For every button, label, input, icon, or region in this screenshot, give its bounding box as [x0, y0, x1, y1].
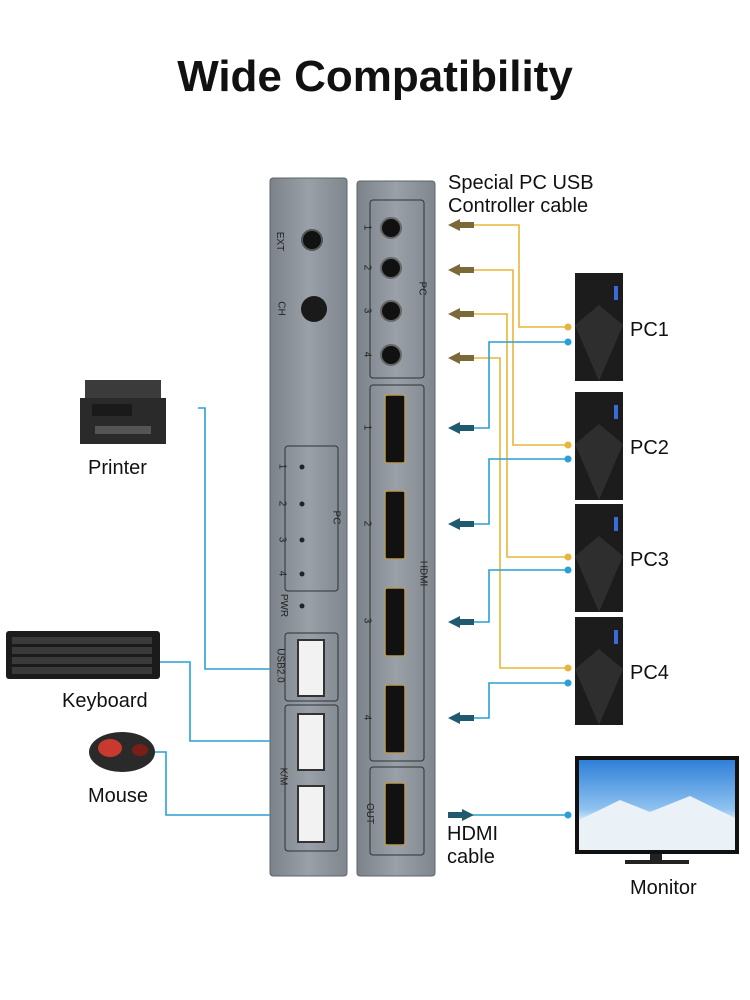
usb-control-cables	[460, 224, 568, 669]
page-title: Wide Compatibility	[177, 52, 573, 101]
hdmi-out-group	[369, 766, 425, 856]
monitor-icon	[575, 756, 739, 864]
pc3-label: PC3	[630, 549, 669, 571]
printer-icon	[80, 380, 166, 444]
led-number-2: 2	[276, 500, 288, 507]
hdmi-port-1	[384, 394, 406, 464]
hdmi-port-4	[384, 684, 406, 754]
hdmi-in-group	[369, 384, 425, 762]
led-pwr	[299, 603, 305, 609]
usb20-label: USB2.0	[274, 648, 286, 683]
usb-control-cable-label: Special PC USB Controller cable	[448, 172, 594, 217]
out-label: OUT	[364, 802, 376, 825]
jack-1	[380, 217, 402, 239]
pc2-label: PC2	[630, 437, 669, 459]
pc-tower-2	[575, 392, 623, 500]
usb-arrows	[448, 219, 474, 364]
right-pc-label: PC	[416, 281, 428, 296]
keyboard-label: Keyboard	[62, 690, 148, 712]
hdmi-out-port	[384, 782, 406, 846]
left-pc-label: PC	[330, 510, 342, 525]
led-number-4: 4	[276, 570, 288, 577]
ch-button	[301, 296, 327, 322]
jack-number-4: 4	[361, 351, 373, 358]
jack-4	[380, 344, 402, 366]
jack-number-3: 3	[361, 307, 373, 314]
hdmi-cable-label: HDMI cable	[447, 823, 499, 868]
km-port-2	[297, 785, 325, 843]
led-4	[299, 571, 305, 577]
mouse-label: Mouse	[88, 785, 149, 807]
km-group	[284, 704, 339, 852]
jack-number-1: 1	[361, 224, 373, 231]
jack-number-2: 2	[361, 264, 373, 271]
hdmi-port-2	[384, 490, 406, 560]
ch-label: CH	[275, 301, 287, 316]
printer-label: Printer	[88, 457, 147, 479]
pc-jack-group	[369, 199, 425, 379]
pc1-label: PC1	[630, 319, 669, 341]
ext-jack	[301, 229, 323, 251]
km-label: K/M	[277, 767, 289, 786]
hdmi-number-2: 2	[361, 520, 373, 527]
pc-tower-4	[575, 617, 623, 725]
hdmi-number-4: 4	[361, 714, 373, 721]
keyboard-icon	[6, 631, 160, 679]
hdmi-arrows	[448, 422, 474, 821]
led-number-3: 3	[276, 536, 288, 543]
pc-tower-1	[575, 273, 623, 381]
km-port-1	[297, 713, 325, 771]
monitor-label: Monitor	[630, 877, 697, 899]
mouse-icon	[89, 732, 155, 772]
jack-2	[380, 257, 402, 279]
usb20-port	[297, 639, 325, 697]
led-number-1: 1	[276, 463, 288, 470]
led-2	[299, 501, 305, 507]
led-1	[299, 464, 305, 470]
jack-3	[380, 300, 402, 322]
led-3	[299, 537, 305, 543]
led-group-outline	[284, 445, 339, 592]
right-hdmi-label: HDMI	[417, 560, 429, 587]
hdmi-number-1: 1	[361, 424, 373, 431]
usb20-group	[284, 632, 339, 702]
hdmi-port-3	[384, 587, 406, 657]
pwr-label: PWR	[278, 593, 290, 618]
ext-label: EXT	[274, 231, 286, 252]
hdmi-number-3: 3	[361, 617, 373, 624]
pc4-label: PC4	[630, 662, 669, 684]
pc-tower-3	[575, 504, 623, 612]
hdmi-cables	[152, 341, 568, 816]
